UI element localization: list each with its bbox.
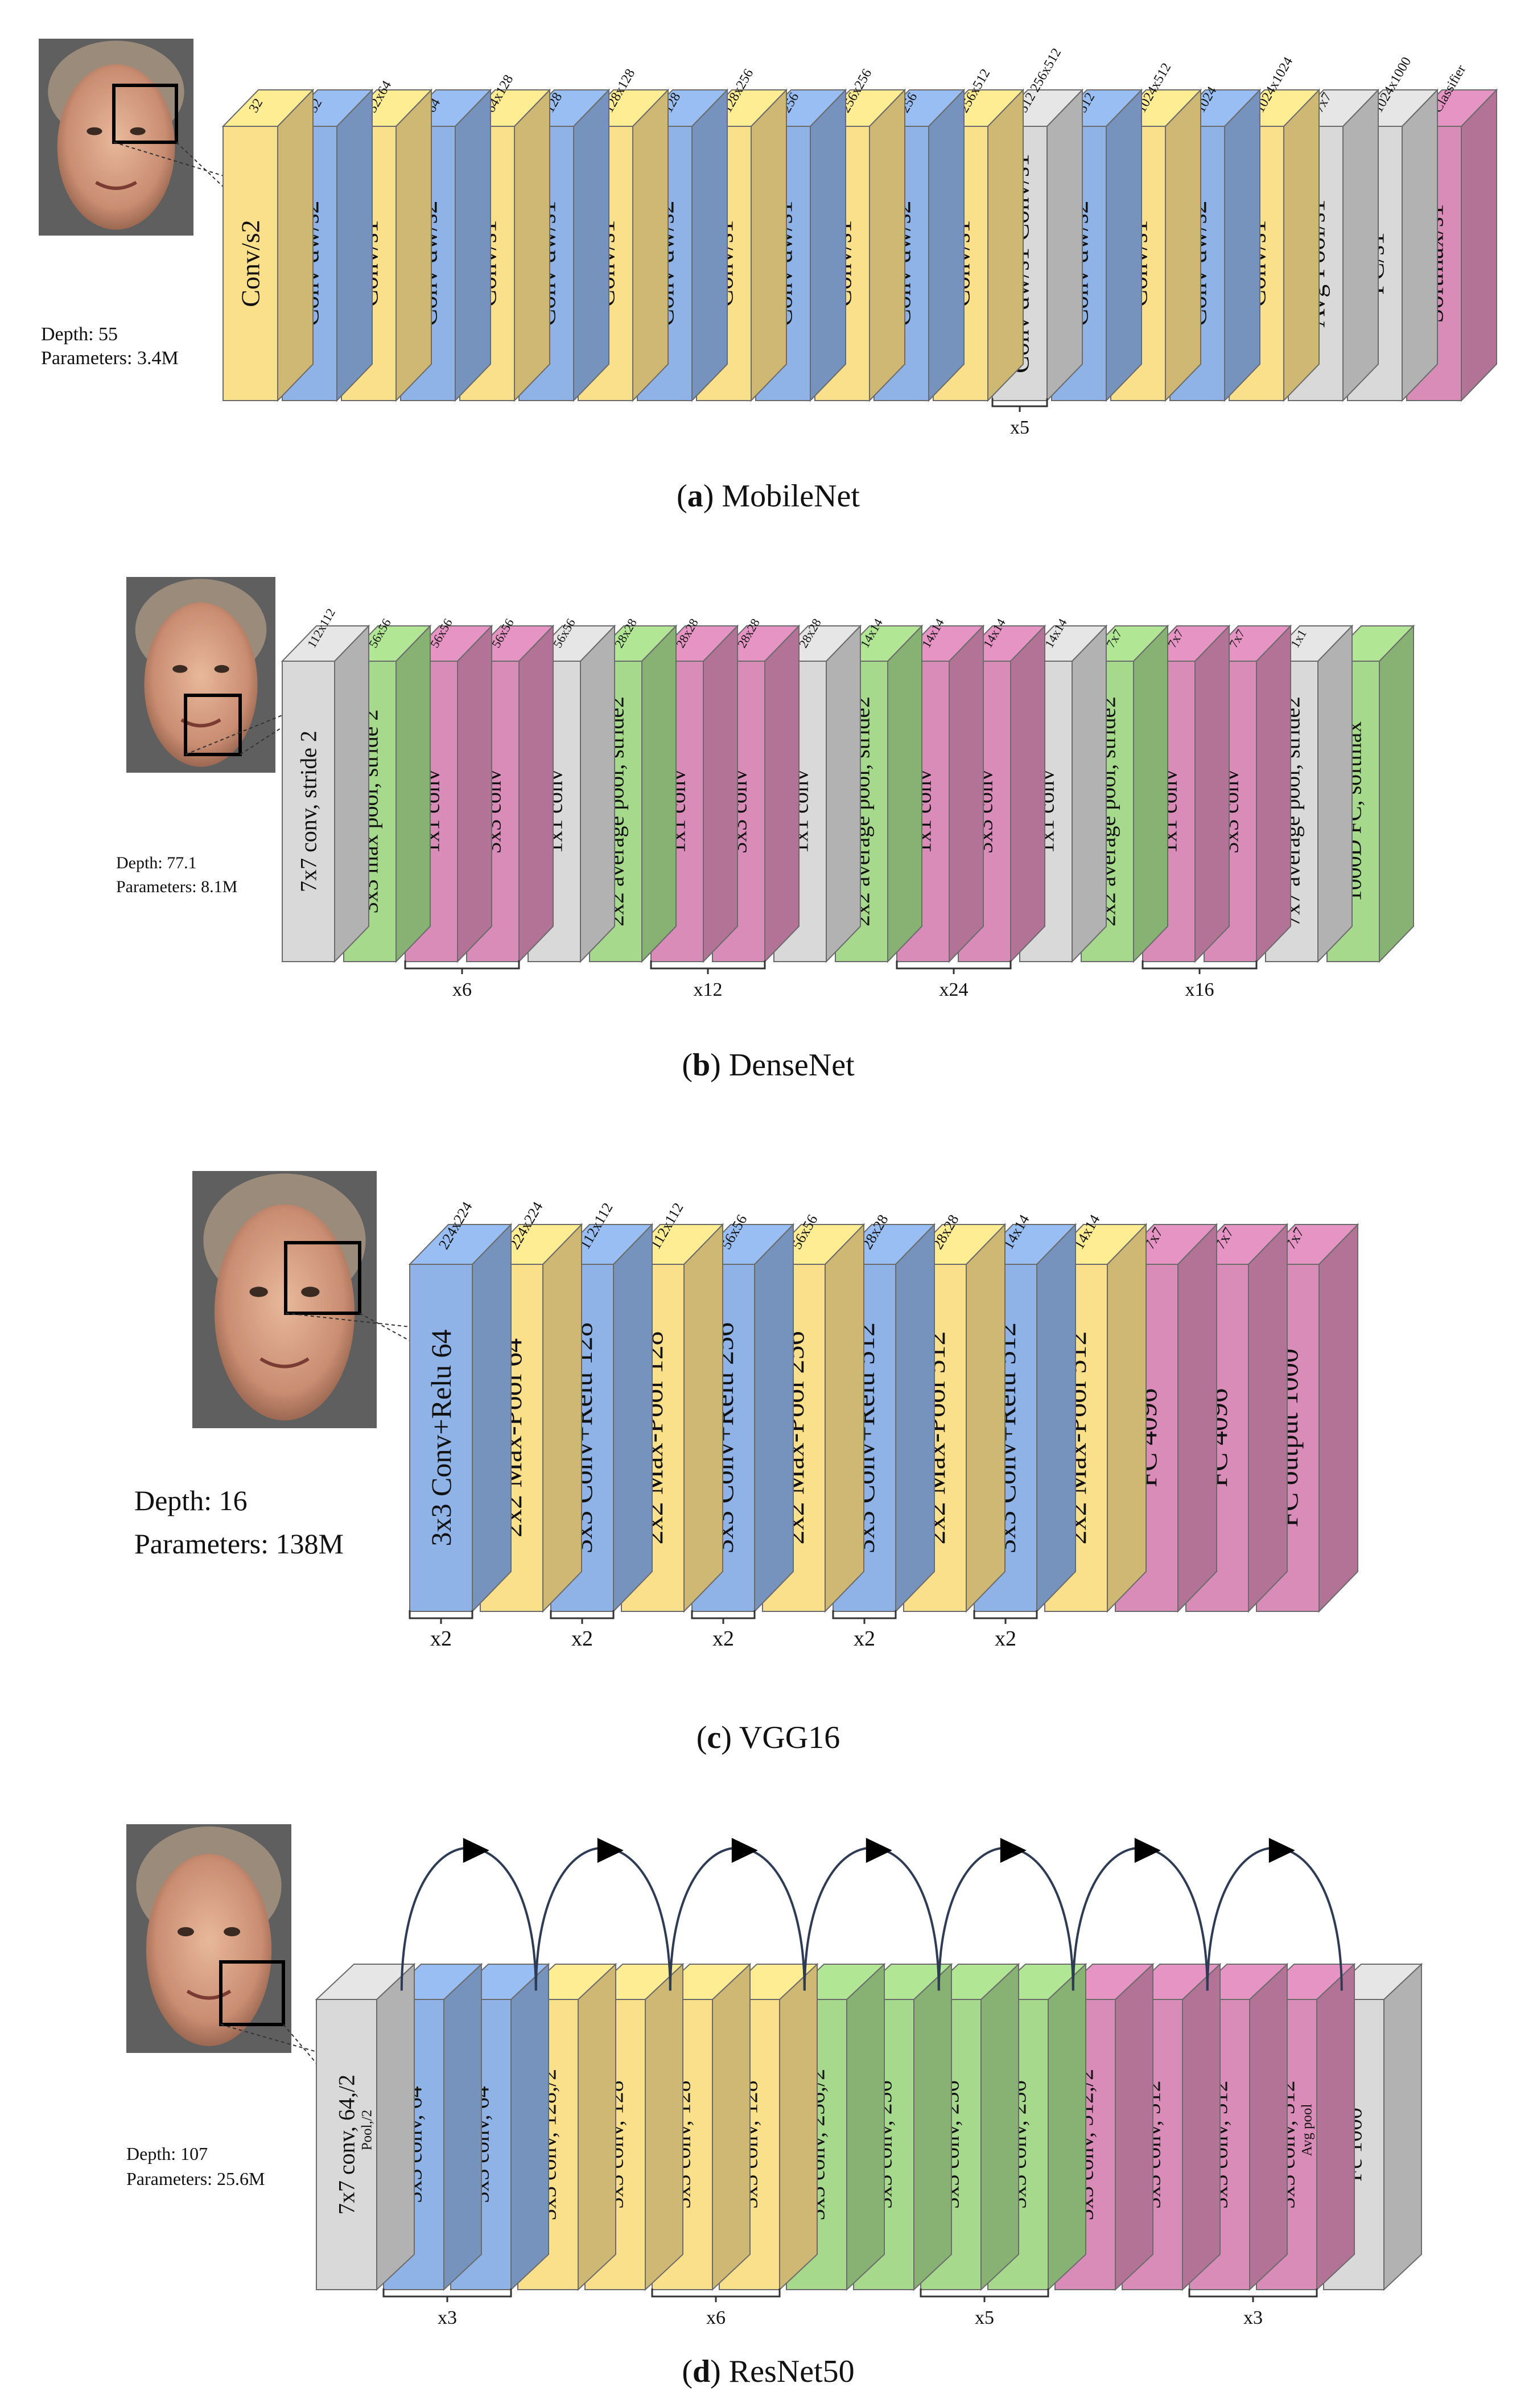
- layer-label: 7x7 conv, 64,/2: [334, 2075, 360, 2215]
- depth-label: Depth: 55: [41, 324, 118, 345]
- repeat-label: x2: [712, 1627, 734, 1651]
- layer-label: 3x3 Conv+Relu 64: [425, 1330, 457, 1547]
- parameters-label: Parameters: 25.6M: [126, 2168, 265, 2189]
- depth-label: Depth: 107: [126, 2143, 208, 2164]
- repeat-label: x5: [975, 2307, 994, 2328]
- caption-letter: d: [693, 2354, 710, 2389]
- arrowhead-icon: [866, 1838, 892, 1863]
- repeat-bracket: x24: [896, 960, 1012, 1000]
- arrowhead-icon: [463, 1838, 489, 1863]
- layer-sublabel: Avg pool: [1300, 2104, 1315, 2157]
- caption-paren-close: ): [710, 2354, 729, 2389]
- caption-name: DenseNet: [729, 1048, 855, 1083]
- repeat-label: x24: [939, 979, 969, 1000]
- crop-box: [219, 1960, 285, 2026]
- arrowhead-icon: [1268, 1838, 1295, 1863]
- repeat-bracket: x2: [973, 1610, 1038, 1651]
- caption-paren-open: (: [677, 479, 687, 514]
- crop-connector: [285, 1313, 410, 1327]
- crop-box: [112, 84, 178, 144]
- panel-caption: (c) VGG16: [697, 1720, 840, 1755]
- arrowhead-icon: [1000, 1838, 1027, 1863]
- arrowhead-icon: [1134, 1838, 1161, 1863]
- arrowhead-icon: [731, 1838, 758, 1863]
- repeat-label: x2: [430, 1627, 452, 1651]
- repeat-label: x16: [1185, 979, 1214, 1000]
- caption-paren-open: (: [682, 2354, 693, 2389]
- repeat-label: x6: [706, 2307, 726, 2328]
- repeat-label: x3: [438, 2307, 457, 2328]
- repeat-bracket: x5: [991, 398, 1048, 438]
- parameters-label: Parameters: 3.4M: [41, 348, 179, 369]
- crop-connector: [359, 1313, 410, 1342]
- caption-paren-close: ): [721, 1720, 739, 1755]
- crop-connector: [113, 142, 224, 176]
- parameters-label: Parameters: 8.1M: [116, 877, 237, 896]
- panel-caption: (a) MobileNet: [677, 479, 860, 514]
- repeat-label: x6: [452, 979, 472, 1000]
- crop-connector: [176, 142, 224, 187]
- caption-letter: c: [707, 1720, 721, 1755]
- repeat-bracket: x12: [650, 960, 766, 1000]
- caption-name: MobileNet: [722, 479, 860, 514]
- depth-label: Depth: 16: [134, 1485, 248, 1516]
- repeat-label: x2: [571, 1627, 593, 1651]
- repeat-bracket: x2: [832, 1610, 897, 1651]
- repeat-bracket: x2: [409, 1610, 473, 1651]
- caption-letter: b: [693, 1048, 710, 1083]
- caption-paren-open: (: [682, 1048, 693, 1083]
- caption-letter: a: [687, 479, 703, 514]
- crop-box: [184, 694, 242, 756]
- face-photo: [126, 577, 275, 773]
- depth-label: Depth: 77.1: [116, 853, 197, 872]
- repeat-label: x5: [1010, 417, 1029, 438]
- repeat-bracket: x5: [920, 2289, 1049, 2328]
- layer-label: Conv/s2: [236, 220, 265, 307]
- repeat-label: x3: [1243, 2307, 1263, 2328]
- repeat-bracket: x2: [691, 1610, 756, 1651]
- repeat-bracket: x3: [382, 2289, 512, 2328]
- face-photo: [126, 1824, 291, 2053]
- caption-paren-close: ): [703, 479, 722, 514]
- caption-paren-open: (: [697, 1720, 707, 1755]
- layer-sublabel: Pool,/2: [360, 2110, 375, 2151]
- repeat-label: x2: [995, 1627, 1016, 1651]
- repeat-label: x12: [694, 979, 723, 1000]
- repeat-bracket: x16: [1142, 960, 1258, 1000]
- crop-connector: [240, 727, 283, 755]
- layer-label: 7x7 conv, stride 2: [296, 731, 322, 892]
- repeat-label: x2: [854, 1627, 875, 1651]
- repeat-bracket: x6: [404, 960, 520, 1000]
- caption-paren-close: ): [710, 1048, 729, 1083]
- crop-connector: [220, 2024, 317, 2052]
- caption-name: VGG16: [739, 1720, 840, 1755]
- repeat-bracket: x2: [550, 1610, 615, 1651]
- repeat-bracket: x6: [651, 2289, 781, 2328]
- crop-connector: [283, 2024, 317, 2064]
- arrowhead-icon: [597, 1838, 624, 1863]
- caption-name: ResNet50: [729, 2354, 855, 2389]
- panel-caption: (d) ResNet50: [682, 2354, 854, 2389]
- face-photo: [39, 39, 193, 236]
- repeat-bracket: x3: [1188, 2289, 1318, 2328]
- parameters-label: Parameters: 138M: [134, 1528, 344, 1560]
- crop-connector: [185, 715, 283, 755]
- panel-caption: (b) DenseNet: [682, 1048, 855, 1083]
- crop-box: [284, 1241, 361, 1315]
